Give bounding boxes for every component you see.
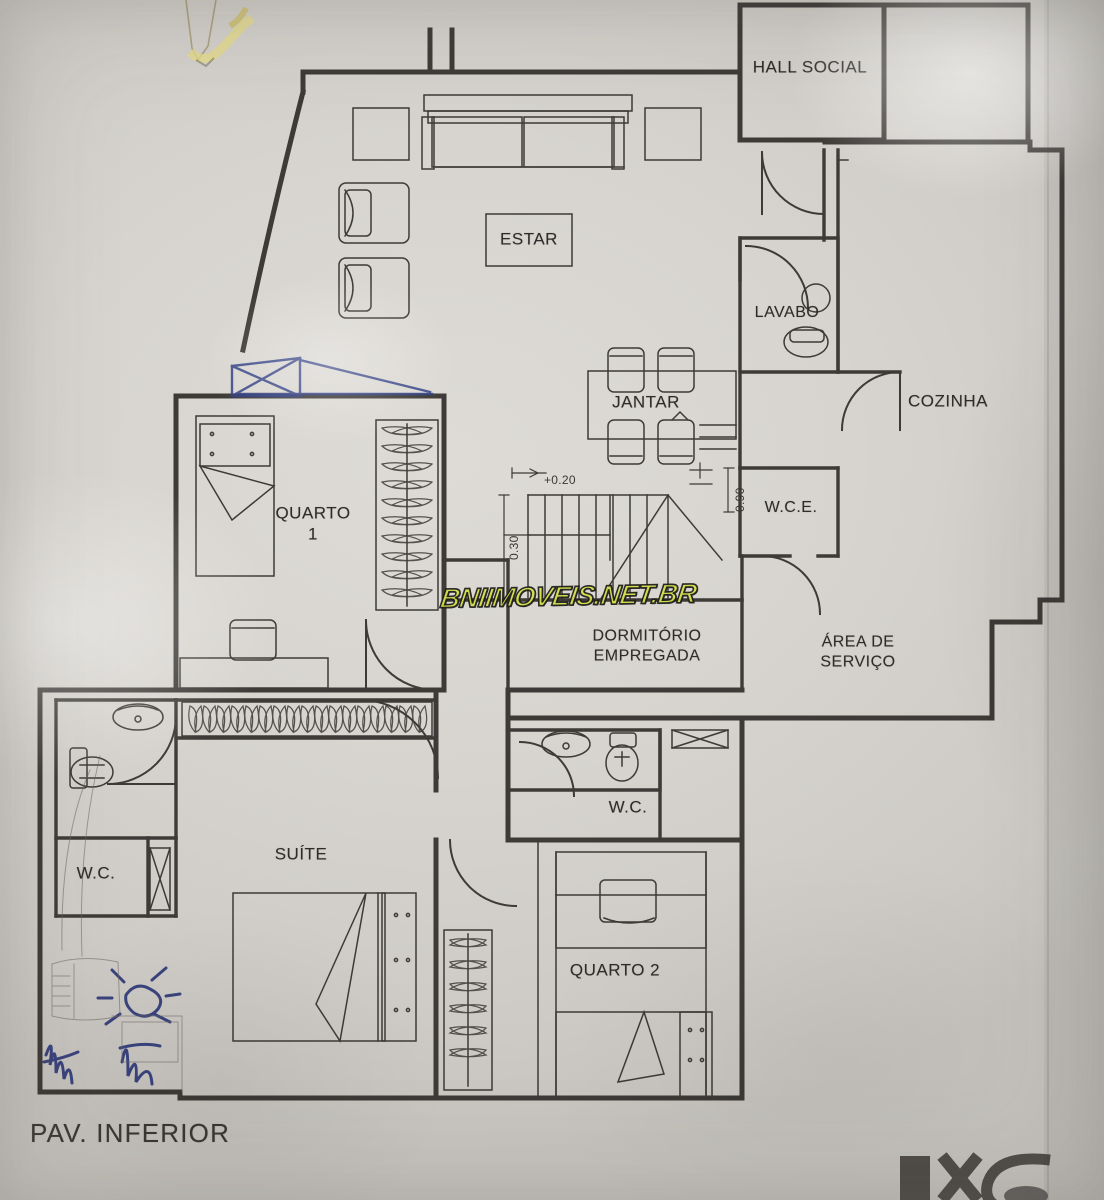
suite-bed (232, 892, 386, 1044)
room-label-lavabo: LAVABO (754, 304, 820, 322)
dimension-stair-tread: +0.20 (544, 473, 576, 487)
room-label-jantar: JANTAR (612, 392, 680, 412)
suite-closet-right (381, 892, 417, 1042)
room-label-hall-social: HALL SOCIAL (752, 57, 868, 77)
room-label-wc-2: W.C. (608, 797, 648, 817)
faint-pencil-lines (51, 755, 183, 1093)
room-label-quarto-1: QUARTO 1 (275, 503, 351, 543)
site-watermark: BNIIMOVEIS.NET.BR (438, 578, 699, 615)
interior-walls (54, 148, 902, 918)
blue-pen-scribbles (42, 966, 182, 1086)
quarto1-bed (195, 415, 276, 577)
quarto1-desk (179, 657, 329, 689)
room-label-suite: SUÍTE (274, 844, 328, 864)
room-label-wc-suite: W.C. (76, 863, 116, 883)
structural-walls (37, 2, 1065, 1101)
armchair-bottom (338, 257, 410, 319)
room-label-wce: W.C.E. (764, 499, 818, 517)
quarto2-lower-bed (555, 1009, 713, 1099)
dimension-stair-rise: 0.30 (507, 535, 521, 560)
room-label-quarto-2: QUARTO 2 (569, 960, 661, 980)
side-table-right (644, 107, 702, 161)
armchair-top (338, 182, 410, 244)
room-label-estar: ESTAR (500, 229, 558, 249)
blue-pen-annotation-closet (230, 356, 434, 398)
room-label-area-de-servico: ÁREA DE SERVIÇO (820, 633, 896, 670)
quarto1-nightstand (229, 619, 277, 661)
room-label-cozinha: COZINHA (908, 391, 988, 411)
room-label-dormitorio-empregada: DORMITÓRIO EMPREGADA (592, 627, 702, 664)
floor-plan-title: PAV. INFERIOR (30, 1118, 231, 1148)
side-table-left (352, 107, 410, 161)
dimension-wce-width: 0.90 (733, 487, 747, 512)
sofa (421, 94, 633, 170)
quarto2-bed (555, 851, 707, 949)
